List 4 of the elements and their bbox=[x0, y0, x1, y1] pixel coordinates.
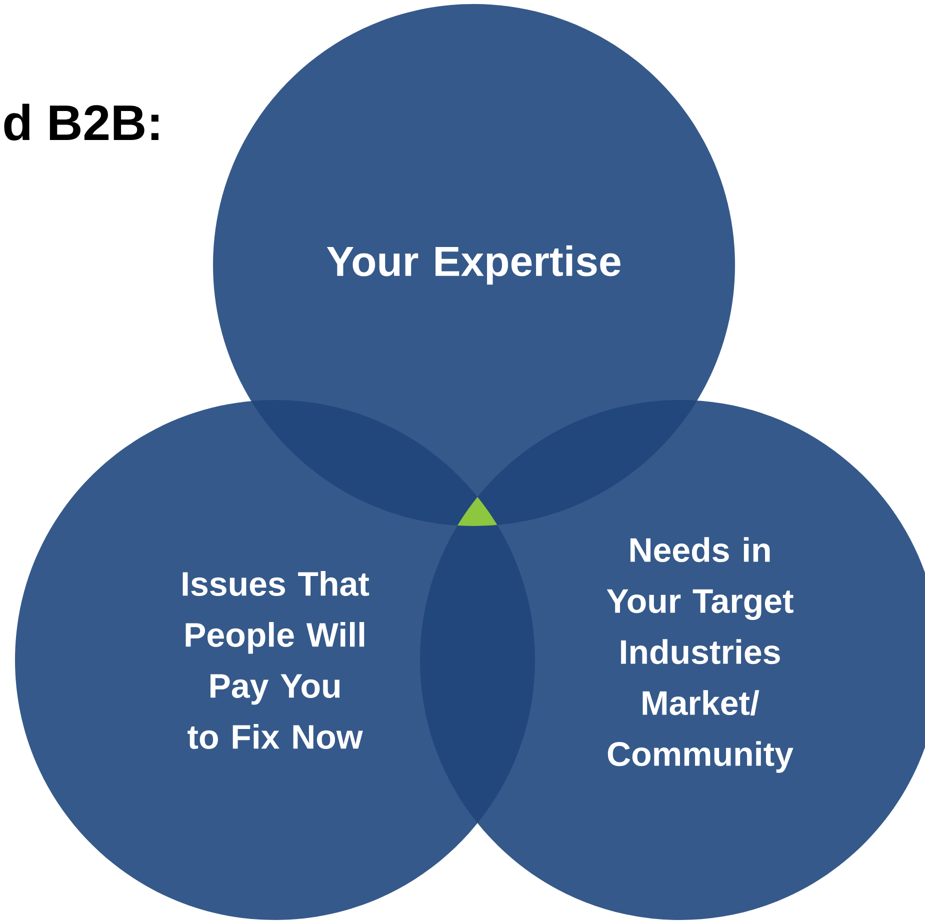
circle-label: Issues That People Will Pay You to Fix Now bbox=[182, 571, 370, 749]
circle-label: Needs in Your Target Industries Market/ Community bbox=[606, 537, 794, 773]
heading: d B2B: bbox=[4, 104, 158, 140]
circle-label: Your Expertise bbox=[326, 245, 620, 285]
